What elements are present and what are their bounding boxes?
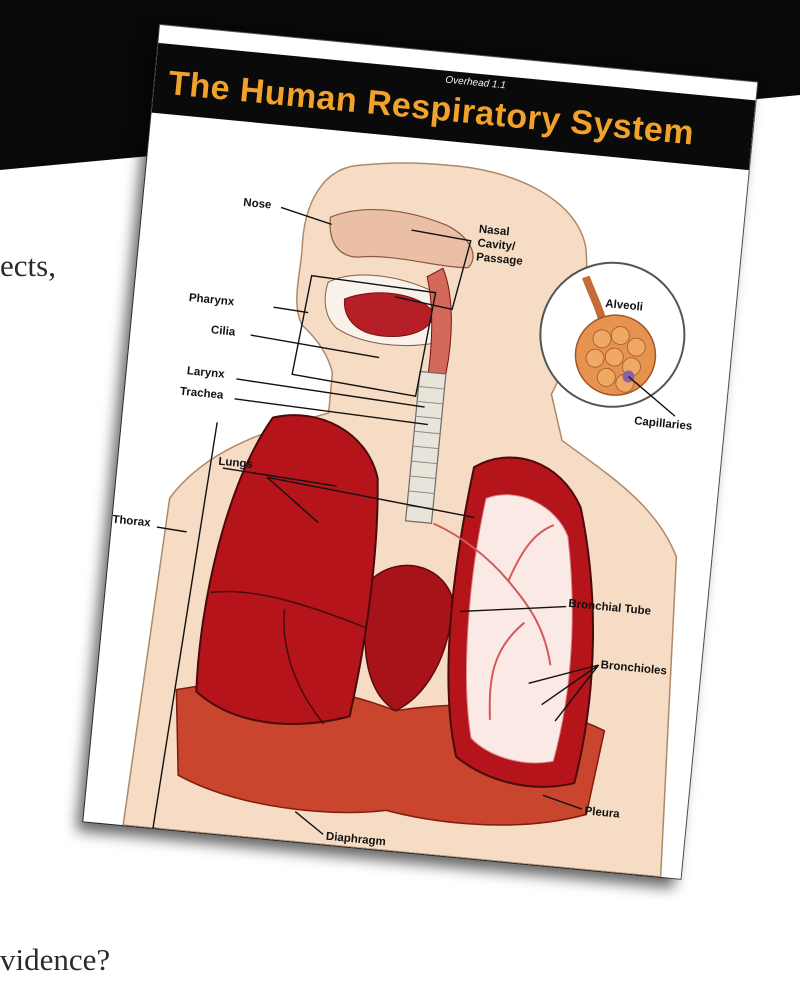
label-cilia: Cilia: [210, 324, 236, 338]
respiratory-diagram: Nose Nasal Cavity/ Passage Pharynx Cilia…: [83, 25, 757, 879]
label-thorax: Thorax: [112, 514, 152, 530]
label-pharynx: Pharynx: [188, 292, 235, 308]
background-text-bottom: vidence?: [0, 942, 110, 978]
label-capillaries: Capillaries: [634, 415, 693, 433]
label-nose: Nose: [243, 197, 272, 212]
label-larynx: Larynx: [186, 365, 225, 381]
overhead-sheet: Overhead 1.1 The Human Respiratory Syste…: [83, 25, 757, 879]
label-trachea: Trachea: [179, 386, 224, 402]
background-text-top: ects,: [0, 248, 56, 284]
